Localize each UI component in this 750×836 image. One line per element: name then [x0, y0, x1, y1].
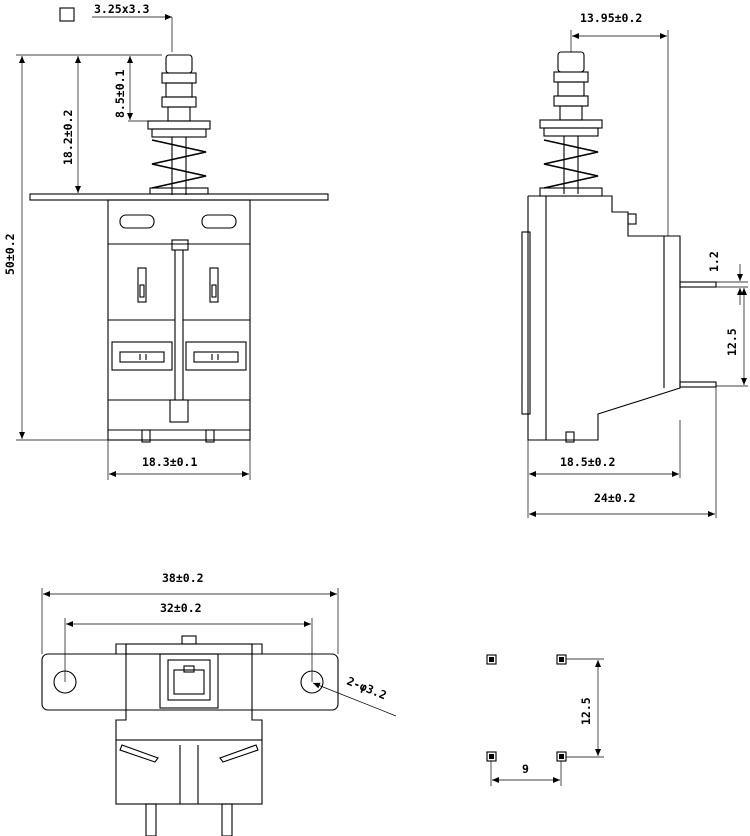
column-pitch-label: 9 — [522, 762, 529, 776]
row-pitch-label: 12.5 — [579, 697, 593, 725]
front-view — [29, 54, 329, 443]
pin-offset-label: 1.2 — [707, 251, 721, 272]
shaft-length-label: 18.2±0.2 — [61, 110, 75, 165]
pad-bottom-right — [556, 751, 567, 762]
body-depth-label: 18.5±0.2 — [560, 455, 615, 469]
front-view-dimensions: 50±0.2 18.2±0.2 8.5±0.1 18.3±0.1 — [3, 54, 251, 480]
pcb-layout — [486, 654, 567, 762]
pin-size-label: 3.25x3.3 — [94, 2, 149, 16]
overall-depth-label: 24±0.2 — [594, 491, 636, 505]
pad-top-left — [486, 654, 497, 665]
overall-height-label: 50±0.2 — [3, 233, 17, 275]
shaft-offset-label: 13.95±0.2 — [580, 11, 642, 25]
side-view-dimensions: 13.95±0.2 1.2 12.5 18.5±0.2 24±0.2 — [527, 11, 748, 518]
square-symbol-icon — [59, 7, 75, 22]
bottom-view — [41, 635, 339, 836]
pcb-layout-dimensions: 12.5 9 — [490, 658, 604, 786]
pad-top-right — [556, 654, 567, 665]
pin-pitch-label: 12.5 — [725, 328, 739, 356]
hole-pitch-label: 32±0.2 — [160, 601, 202, 615]
side-view — [521, 51, 717, 443]
pad-bottom-left — [486, 751, 497, 762]
button-height-label: 8.5±0.1 — [113, 69, 127, 118]
body-width-label: 18.3±0.1 — [142, 455, 197, 469]
pin-size-note: 3.25x3.3 — [59, 2, 173, 52]
flange-width-label: 38±0.2 — [162, 571, 204, 585]
